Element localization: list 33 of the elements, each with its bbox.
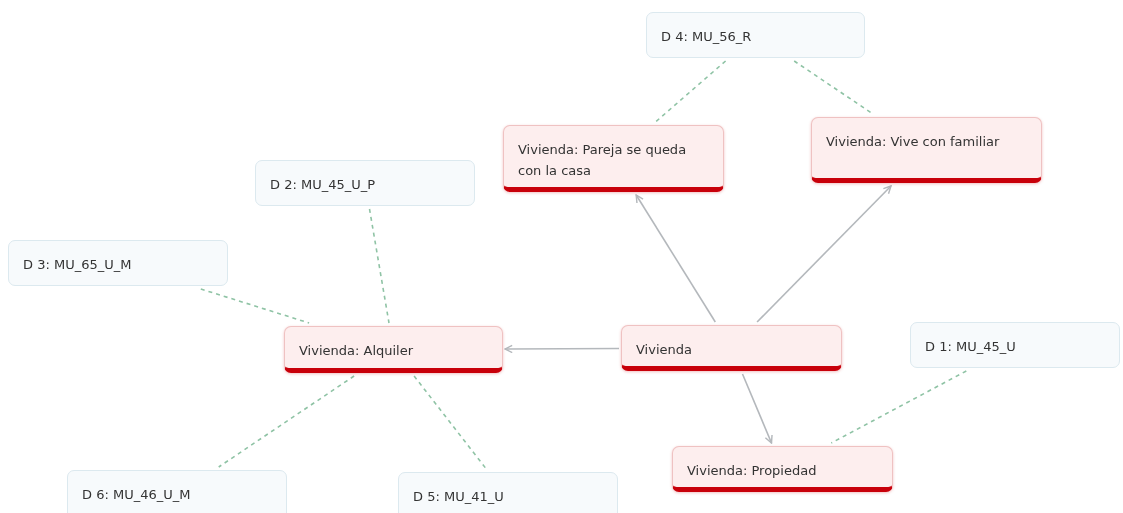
arrow <box>741 373 773 444</box>
connector-line <box>830 370 968 444</box>
node-text: D 3: MU_65_U_M <box>23 256 133 274</box>
node-text: D 5: MU_41_U <box>413 488 505 506</box>
node-text: D 2: MU_45_U_P <box>270 176 377 194</box>
arrow <box>756 185 892 323</box>
note-box <box>646 12 865 58</box>
note-box <box>67 470 287 513</box>
node-text: D 6: MU_46_U_M <box>82 486 192 504</box>
node-text: Vivienda: Vive con familiar <box>826 133 1001 151</box>
note-box <box>398 472 618 513</box>
arrow <box>635 194 717 323</box>
topic-box <box>503 125 724 192</box>
arrow <box>504 344 620 354</box>
topic-box <box>672 446 893 492</box>
node-text: D 1: MU_45_U <box>925 338 1017 356</box>
connector-line <box>654 60 727 123</box>
note-box <box>255 160 475 206</box>
node-text: D 4: MU_56_R <box>661 28 753 46</box>
node-text: Vivienda: Propiedad <box>687 462 818 480</box>
note-box <box>8 240 228 286</box>
connector-line <box>200 288 310 324</box>
connector-line <box>793 60 874 115</box>
note-box <box>910 322 1120 368</box>
connector-line <box>217 375 355 468</box>
topic-box <box>284 326 503 373</box>
topic-box <box>811 117 1042 183</box>
topic-box <box>621 325 842 371</box>
node-text: Vivienda <box>636 341 693 359</box>
connector-line <box>413 375 488 470</box>
node-text: Vivienda: Alquiler <box>299 342 415 360</box>
connector-line <box>368 208 390 324</box>
node-text: Vivienda: Pareja se queda con la casa <box>518 141 688 180</box>
